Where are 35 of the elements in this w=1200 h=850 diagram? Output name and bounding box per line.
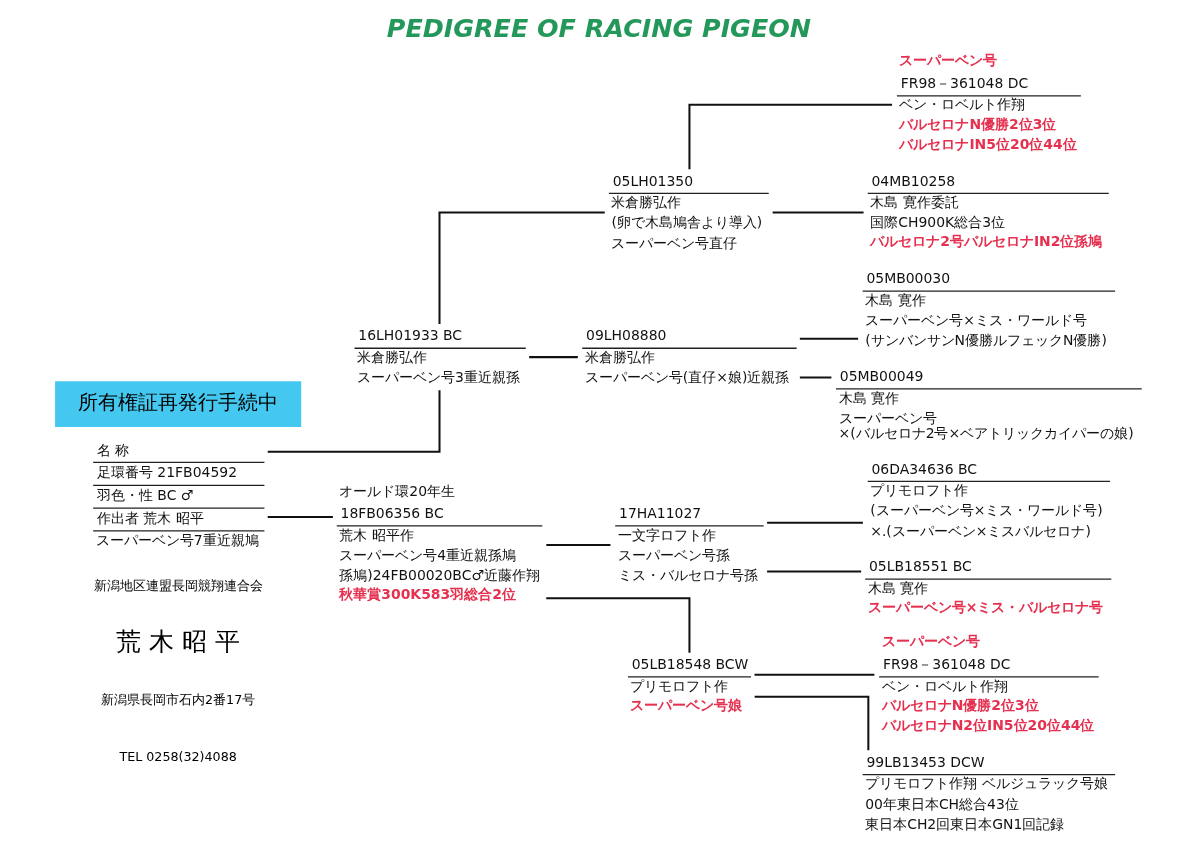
connector (767, 570, 862, 573)
node-text: 05MB00030 木島 寛作 スーパーベン号×ミス・ワールド号 (サンバンサンN優勝ルフェックN優勝) (865, 270, 1107, 349)
label: TEL 0258(32)4088 (119, 749, 237, 765)
node-text: 名 称 足環番号 21FB04592 羽色・性 BC ♂ 作出者 荒木 昭平 スーパーベン号7重近親鳩 (95, 441, 259, 548)
node-text: 04MB10258 木島 寛作委託 国際CH900K総合3位 バルセロナ2号バルセロナIN2位孫鳩 (870, 172, 1103, 250)
label: 所有権証再発行手続中 (78, 389, 279, 414)
node-text: 99LB13453 DCW プリモロフト作翔 ベルジュラック号娘 00年東日本CH総合43位 東日本CH2回東日本GN1回記録 (865, 753, 1108, 832)
node-text: 17HA11027 一文字ロフト作 スーパーベン号孫 ミス・バルセロナ号孫 (617, 505, 758, 584)
node-text: 05LB18551 BC 木島 寛作 スーパーベン号×ミス・バルセロナ号 (867, 558, 1104, 615)
connector (438, 211, 605, 324)
connector (754, 695, 870, 751)
node-text: スーパーベン号 FR98－361048 DC ベン・ロベルト作翔 バルセロナN優勝2位3位 バルセロナIN5位20位44位 (899, 52, 1077, 152)
label: 荒 木 昭 平 (116, 626, 241, 657)
node-text: 16LH01933 BC 米倉勝弘作 スーパーベン号3重近親孫 (357, 327, 520, 386)
connector (767, 521, 863, 524)
diagram-title: PEDIGREE OF RACING PIGEON (386, 13, 812, 44)
connector (799, 337, 859, 340)
connector (799, 376, 832, 379)
connector (267, 515, 333, 518)
node-text: 05LB18548 BCW プリモロフト作 スーパーベン号娘 (630, 655, 749, 713)
connector (754, 673, 875, 676)
connector (267, 390, 441, 453)
node-text: 06DA34636 BC プリモロフト作 (スーパーベン号×ミス・ワールド号) ×.(スーパーベン×ミスバルセロナ) (870, 460, 1103, 539)
node-text: オールド環20年生 18FB06356 BC 荒木 昭平作 スーパーベン号4重近親孫鳩 孫鳩)24FB00020BC♂近藤作翔 秋華賞300K583羽総合2位 (339, 483, 540, 603)
connector (688, 103, 893, 170)
node-text: スーパーベン号 FR98－361048 DC ベン・ロベルト作翔 バルセロナN優勝2位3位 バルセロナN2位IN5位20位44位 (881, 633, 1095, 733)
connector (546, 597, 691, 653)
node-text: 05MB00049 木島 寛作 スーパーベン号 ×(バルセロナ2号×ベアトリックカイパーの娘) (838, 367, 1134, 442)
connector (546, 543, 611, 546)
connector (529, 356, 578, 359)
node-text: 09LH08880 米倉勝弘作 スーパーベン号(直仔×娘)近親孫 (584, 327, 790, 386)
label: 新潟地区連盟長岡競翔連合会 (93, 577, 263, 593)
label: 新潟県長岡市石内2番17号 (101, 692, 256, 708)
node-text: 05LH01350 米倉勝弘作 (卵で木島鳩舎より導入) スーパーベン号直仔 (611, 172, 763, 251)
connector (772, 211, 864, 214)
